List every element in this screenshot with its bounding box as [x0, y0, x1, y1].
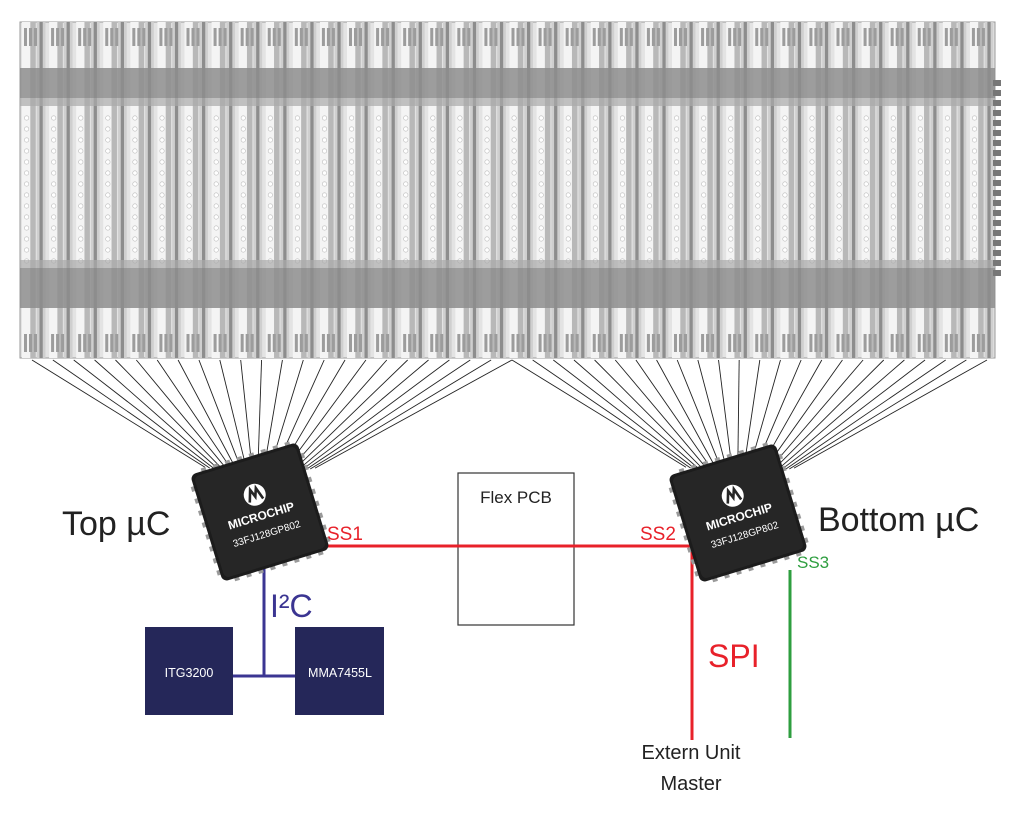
- i2c-bus: [232, 568, 296, 678]
- itg3200-label: ITG3200: [165, 666, 214, 680]
- ss3-label: SS3: [797, 553, 829, 572]
- extern-master-label: Master: [660, 773, 721, 795]
- fan-out-wires: [31, 359, 988, 479]
- i2c-label: I²C: [270, 588, 313, 624]
- top-uc-label: Top µC: [62, 505, 170, 543]
- microchip-logo-icon: [721, 484, 744, 507]
- microchip-logo-icon: [243, 483, 266, 506]
- extern-unit-label: Extern Unit: [642, 742, 741, 764]
- mma7455l-chip: [295, 627, 384, 715]
- sensor-board: [19, 21, 1001, 359]
- itg3200-chip: [145, 627, 233, 715]
- spi-label: SPI: [708, 638, 760, 674]
- ss2-label: SS2: [640, 524, 676, 545]
- bottom-uc-label: Bottom µC: [818, 501, 979, 539]
- flex-pcb-box: [457, 472, 575, 626]
- flex-pcb-label: Flex PCB: [480, 488, 552, 507]
- mma7455l-label: MMA7455L: [308, 666, 372, 680]
- ss1-label: SS1: [327, 524, 363, 545]
